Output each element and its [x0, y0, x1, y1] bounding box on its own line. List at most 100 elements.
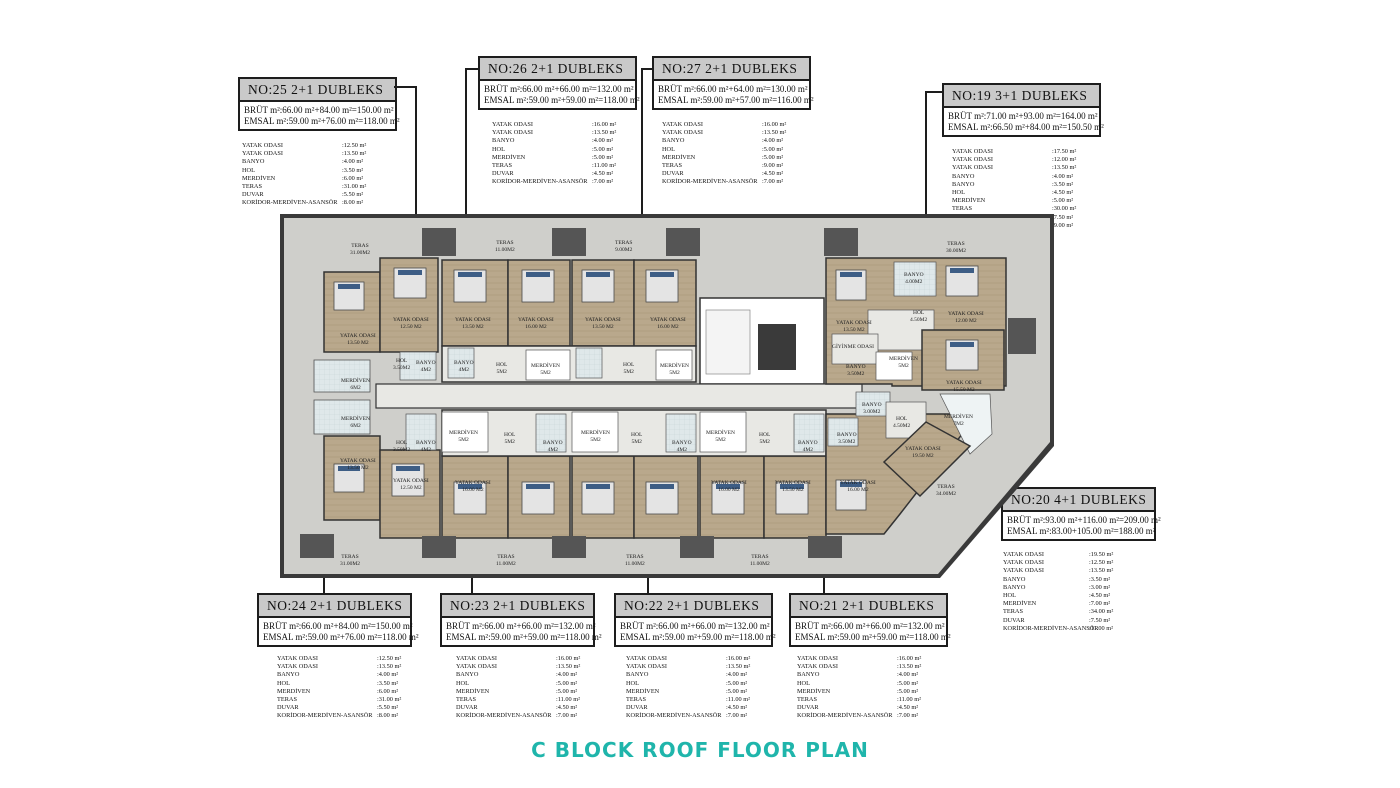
- unit-20-bath: [855, 391, 891, 417]
- room-row: BANYO:4.00 m²: [242, 158, 418, 166]
- room-row: KORİDOR-MERDİVEN-ASANSÖR:11.00 m²: [1003, 625, 1161, 633]
- unit-19-closet: [831, 333, 879, 365]
- room-row: MERDİVEN:6.00 m²: [277, 688, 417, 696]
- room-name: YATAK ODASI: [1003, 559, 1044, 567]
- room-row: KORİDOR-MERDİVEN-ASANSÖR :8.00 m²: [242, 199, 418, 207]
- room-area: :4.50 m²: [1052, 189, 1074, 197]
- unit-20-emsal: EMSAL m²:83.00+105.00 m²=188.00 m²: [1007, 526, 1156, 536]
- room-name: HOL: [952, 189, 965, 197]
- room-row: KORİDOR-MERDİVEN-ASANSÖR:7.00 m²: [492, 178, 638, 186]
- room-name: HOL: [242, 166, 255, 174]
- unit-24-header: NO:24 2+1 DUBLEKS BRÜT m²:66.00 m²+84.00…: [257, 593, 419, 647]
- room-row: YATAK ODASI :13.50 m²: [492, 129, 638, 137]
- room-name: KORİDOR-MERDİVEN-ASANSÖR: [797, 712, 893, 720]
- room-area: :4.00 m²: [342, 158, 364, 166]
- room-name: DUVAR: [277, 704, 299, 712]
- room-row: BANYO :4.00 m²: [456, 671, 600, 679]
- room-name: TERAS: [242, 183, 262, 191]
- room-row: TERAS:11.00 m²: [797, 696, 949, 704]
- room-area: :4.00 m²: [726, 671, 748, 679]
- room-name: MERDİVEN: [277, 687, 311, 695]
- room-name: YATAK ODASI: [952, 156, 993, 164]
- room-row: YATAK ODASI:17.50 m²: [952, 148, 1102, 156]
- unit-20-bath: [827, 417, 859, 447]
- room-name: YATAK ODASI: [492, 129, 533, 137]
- pillow: [396, 466, 420, 471]
- unit-21-header: NO:21 2+1 DUBLEKS BRÜT m²:66.00 m²+66.00…: [789, 593, 951, 647]
- room-row: BANYO :4.00 m²: [626, 671, 774, 679]
- pillow: [586, 484, 610, 489]
- unit-27-info: NO:27 2+1 DUBLEKS BRÜT m²:66.00 m²+64.00…: [652, 56, 814, 187]
- leader-line-19-v: [925, 91, 927, 216]
- room-name: MERDİVEN: [1003, 600, 1037, 608]
- room-area: :8.00 m²: [342, 199, 364, 207]
- bath-tile: [665, 413, 697, 453]
- room-area: :13.50 m²: [342, 150, 367, 158]
- room-area: :11.00 m²: [592, 162, 617, 170]
- elevator-shaft: [758, 324, 796, 370]
- room-row: MERDİVEN:6.00 m²: [242, 175, 418, 183]
- room-name: BANYO: [492, 137, 515, 145]
- room-area: :4.00 m²: [556, 671, 578, 679]
- room-name: YATAK ODASI: [1003, 551, 1044, 558]
- room-area: :16.00 m²: [592, 121, 617, 128]
- room-row: YATAK ODASI:12.50 m²: [1003, 559, 1161, 567]
- room-area: :5.00 m²: [556, 679, 578, 687]
- room-name: DUVAR: [797, 704, 819, 712]
- room-area: :5.50 m²: [377, 704, 399, 712]
- room-name: BANYO: [1003, 583, 1026, 591]
- room-row: HOL :4.50 m²: [952, 189, 1102, 197]
- room-row: HOL:5.00 m²: [662, 146, 812, 154]
- top-column: [422, 228, 456, 256]
- room-name: YATAK ODASI: [456, 663, 497, 671]
- room-name: KORİDOR-MERDİVEN-ASANSÖR: [626, 712, 722, 720]
- room-row: YATAK ODASI:16.00 m²: [797, 655, 949, 663]
- room-row: YATAK ODASI:16.00 m²: [456, 655, 600, 663]
- room-row: DUVAR:4.50 m²: [456, 704, 600, 712]
- room-row: YATAK ODASI:12.00 m²: [952, 156, 1102, 164]
- room-area: :8.00 m²: [377, 712, 399, 720]
- room-area: :4.00 m²: [1052, 172, 1074, 180]
- room-row: HOL:4.50 m²: [1003, 592, 1161, 600]
- room-name: KORİDOR-MERDİVEN-ASANSÖR: [242, 199, 338, 207]
- room-row: TERAS:11.00 m²: [626, 696, 774, 704]
- room-row: KORİDOR-MERDİVEN-ASANSÖR:7.00 m²: [626, 712, 774, 720]
- unit-23-info: NO:23 2+1 DUBLEKS BRÜT m²:66.00 m²+66.00…: [440, 593, 602, 721]
- stair-block: [699, 411, 747, 453]
- room-name: YATAK ODASI: [492, 121, 533, 128]
- room-area: :16.00 m²: [762, 121, 787, 128]
- room-area: :12.50 m²: [342, 142, 367, 149]
- right-wall-block: [1008, 318, 1036, 354]
- room-name: DUVAR: [626, 704, 648, 712]
- room-row: BANYO:3.50 m²: [1003, 576, 1161, 584]
- room-area: :12.50 m²: [377, 655, 402, 662]
- room-row: KORİDOR-MERDİVEN-ASANSÖR:7.00 m²: [797, 712, 949, 720]
- room-row: YATAK ODASI:12.50 m²: [277, 655, 417, 663]
- room-name: KORİDOR-MERDİVEN-ASANSÖR: [277, 712, 373, 720]
- room-area: :13.50 m²: [897, 663, 922, 671]
- room-name: MERDİVEN: [242, 174, 276, 182]
- room-row: BANYO:3.00 m²: [1003, 584, 1161, 592]
- room-row: TERAS:11.00 m²: [456, 696, 600, 704]
- room-name: KORİDOR-MERDİVEN-ASANSÖR: [662, 178, 758, 186]
- room-area: :13.50 m²: [592, 129, 617, 137]
- room-area: :4.00 m²: [897, 671, 919, 679]
- room-name: BANYO: [456, 671, 479, 679]
- room-name: YATAK ODASI: [662, 121, 703, 128]
- leader-line-19: [925, 91, 943, 93]
- room-name: BANYO: [662, 137, 685, 145]
- room-row: YATAK ODASI:13.50 m²: [626, 663, 774, 671]
- room-area: :11.00 m²: [556, 696, 581, 704]
- stair-block: [441, 411, 489, 453]
- room-area: :11.00 m²: [726, 696, 751, 704]
- unit-25-title: NO:25 2+1 DUBLEKS: [240, 79, 395, 102]
- unit-21-info: NO:21 2+1 DUBLEKS BRÜT m²:66.00 m²+66.00…: [789, 593, 951, 721]
- unit-20-brut: BRÜT m²:93.00 m²+116.00 m²=209.00 m²: [1007, 515, 1161, 525]
- room-name: YATAK ODASI: [1003, 567, 1044, 575]
- unit-27-title: NO:27 2+1 DUBLEKS: [654, 58, 809, 81]
- room-row: DUVAR:5.50 m²: [242, 191, 418, 199]
- room-name: BANYO: [797, 671, 820, 679]
- room-name: BANYO: [626, 671, 649, 679]
- room-row: DUVAR:4.50 m²: [626, 704, 774, 712]
